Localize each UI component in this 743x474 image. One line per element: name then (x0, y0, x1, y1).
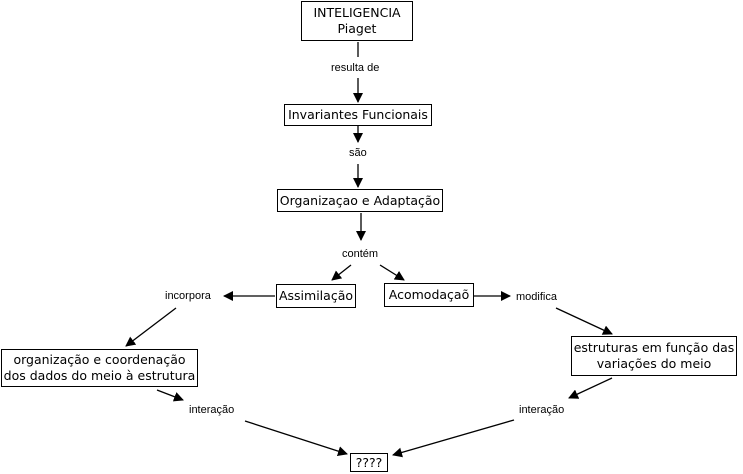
edge-contem-to-assimilacao (331, 264, 352, 281)
edge-modifica-to-estruturas (555, 307, 613, 335)
concept-estruturas-line1: estruturas em função das (573, 340, 735, 355)
concept-assimilacao-label: Assimilação (278, 288, 353, 303)
concept-invariantes-funcionais-label: Invariantes Funcionais (288, 107, 428, 122)
concept-inteligencia[interactable]: INTELIGENCIA Piaget (301, 1, 413, 41)
concept-estruturas-line2: variações do meio (596, 356, 712, 371)
concept-organizacao-adaptacao-label: Organizaçao e Adaptação (279, 192, 441, 208)
concept-acomodacao[interactable]: Acomodaçaõ (384, 283, 474, 307)
concept-invariantes-funcionais[interactable]: Invariantes Funcionais (284, 104, 432, 126)
link-sao[interactable]: são (349, 147, 367, 160)
edge-incorpora-to-organizacao-coordenacao (125, 307, 177, 347)
concept-estruturas[interactable]: estruturas em função das variações do me… (571, 336, 737, 376)
link-contem[interactable]: contém (342, 248, 379, 261)
link-modifica[interactable]: modifica (516, 291, 557, 304)
concept-inteligencia-title: INTELIGENCIA (313, 5, 401, 20)
link-interacao-right[interactable]: interação (519, 404, 565, 417)
concept-resultado[interactable]: ???? (350, 453, 388, 472)
link-interacao-left[interactable]: interação (189, 404, 235, 417)
edge-contem-to-acomodacao (379, 264, 405, 281)
link-incorpora[interactable]: incorpora (165, 290, 211, 303)
edge-interacao-left-to-resultado (244, 420, 348, 456)
concept-inteligencia-subtitle: Piaget (337, 21, 377, 36)
edge-organizacao-coordenacao-to-interacao (156, 389, 184, 402)
concept-organizacao-coordenacao[interactable]: organização e coordenação dos dados do m… (1, 349, 198, 387)
concept-acomodacao-label: Acomodaçaõ (388, 287, 470, 302)
edge-estruturas-to-interacao (568, 377, 613, 399)
concept-organizacao-coordenacao-line1: organização e coordenação (13, 352, 186, 367)
link-resulta-de[interactable]: resulta de (331, 62, 380, 75)
concept-organizacao-adaptacao[interactable]: Organizaçao e Adaptação (277, 189, 443, 212)
concept-assimilacao[interactable]: Assimilação (276, 284, 356, 308)
concept-organizacao-coordenacao-line2: dos dados do meio à estrutura (3, 368, 196, 383)
edge-interacao-right-to-resultado (392, 419, 515, 458)
concept-resultado-label: ???? (355, 454, 383, 470)
